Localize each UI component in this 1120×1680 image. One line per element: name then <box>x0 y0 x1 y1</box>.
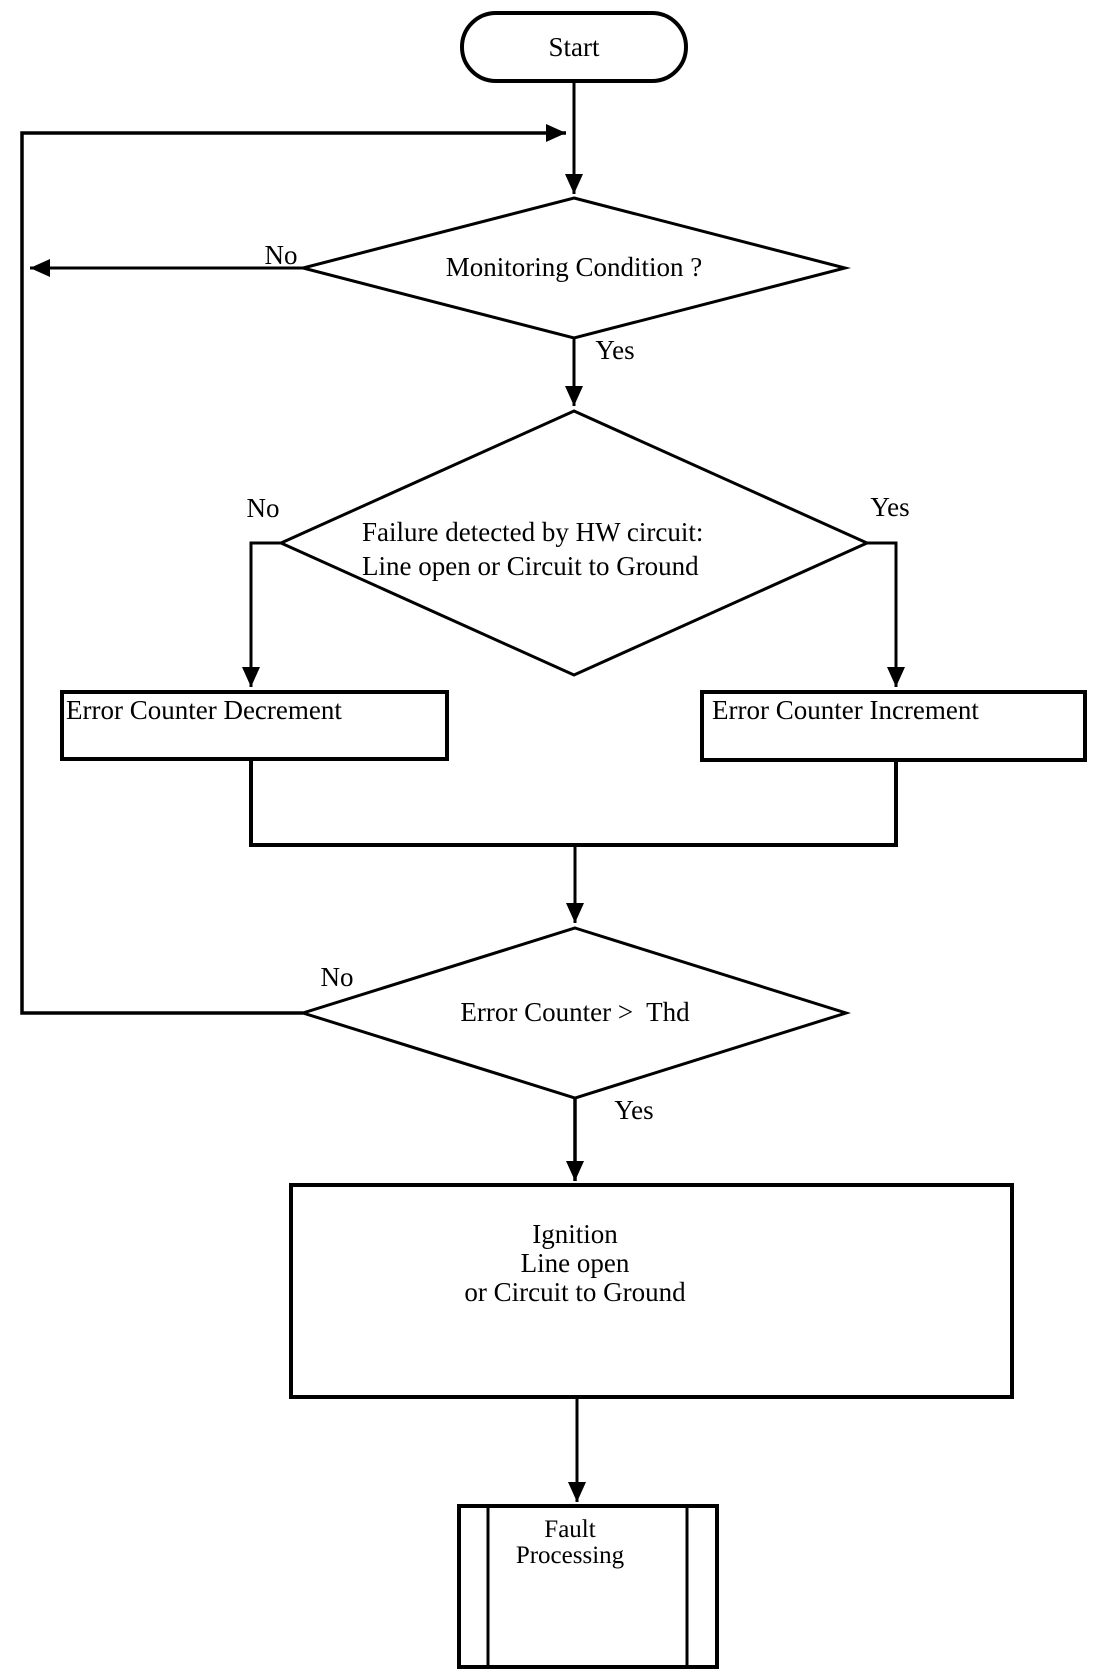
error-counter-increment-shape <box>700 690 1087 762</box>
fault-processing-line-2: Processing <box>515 1542 625 1569</box>
flow-loop-back-to-monitoring <box>20 124 566 1015</box>
ignition-line-1: Ignition <box>532 1219 618 1249</box>
flow-failure-yes <box>867 541 905 687</box>
start-label: Start <box>548 32 600 62</box>
failure-detected-label: Failure detected by HW circuit: Line ope… <box>362 515 782 583</box>
ignition-process-shape <box>289 1183 1014 1399</box>
ignition-line-2: Line open <box>520 1248 630 1278</box>
monitoring-condition-decision-shape <box>297 196 851 340</box>
error-counter-threshold-decision-shape <box>297 926 852 1100</box>
error-counter-increment-label: Error Counter Increment <box>712 695 979 725</box>
fault-processing-shape <box>457 1504 719 1669</box>
monitoring-condition-label: Monitoring Condition ? <box>445 252 703 282</box>
failure-yes-label: Yes <box>870 492 910 522</box>
threshold-yes-label: Yes <box>614 1095 654 1125</box>
failure-detected-line-2: Line open or Circuit to Ground <box>362 551 699 581</box>
flow-failure-no <box>242 541 281 687</box>
failure-no-label: No <box>246 493 280 523</box>
ignition-line-3: or Circuit to Ground <box>464 1277 686 1307</box>
failure-detected-decision-shape <box>277 409 871 677</box>
fault-processing-line-1: Fault <box>544 1516 596 1543</box>
monitoring-yes-label: Yes <box>595 335 635 365</box>
error-counter-decrement-label: Error Counter Decrement <box>66 695 342 725</box>
fault-processing-label: Fault Processing <box>470 1517 670 1569</box>
monitoring-no-label: No <box>264 240 298 270</box>
error-counter-threshold-label: Error Counter > Thd <box>460 997 690 1027</box>
start-terminator-shape <box>460 11 688 83</box>
threshold-no-label: No <box>320 962 354 992</box>
failure-detected-line-1: Failure detected by HW circuit: <box>362 517 704 547</box>
flow-merge-connector <box>249 759 898 847</box>
error-counter-decrement-shape <box>60 690 449 761</box>
ignition-label: Ignition Line open or Circuit to Ground <box>375 1220 775 1307</box>
